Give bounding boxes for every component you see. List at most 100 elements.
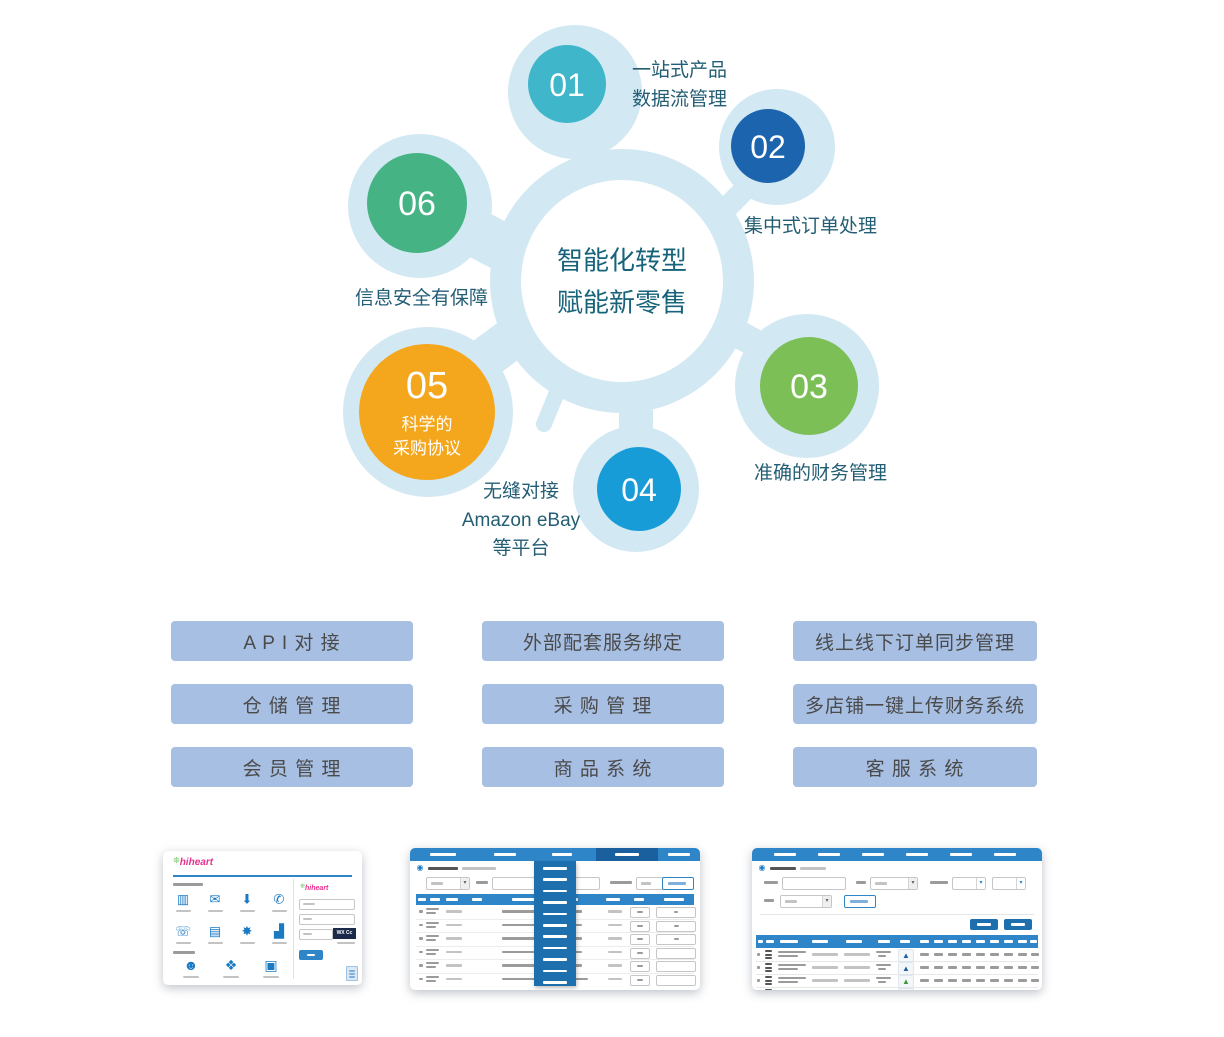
- menu-item: [543, 901, 567, 904]
- filter-label-placeholder: [764, 899, 774, 902]
- date-to-input: ▾: [992, 877, 1026, 890]
- nav-item: [668, 853, 690, 856]
- card-icon: ▤: [208, 923, 222, 939]
- nav-item: [906, 853, 928, 856]
- feature-button-services[interactable]: 外部配套服务绑定: [482, 621, 724, 661]
- username-field: [299, 899, 355, 910]
- filter-select: ▾: [426, 877, 470, 890]
- side-widget-icon: [346, 966, 358, 981]
- icon-label-placeholder: [240, 910, 255, 912]
- menu-item: [543, 946, 567, 950]
- breadcrumb-placeholder: [428, 867, 458, 870]
- menu-item: [543, 981, 567, 984]
- menu-item: [543, 958, 567, 961]
- node-circle-06: [367, 153, 467, 253]
- menu-item: [543, 969, 567, 973]
- alarm-icon: ✸: [241, 923, 253, 939]
- captcha-field: [299, 929, 333, 940]
- icon-label-placeholder: [263, 976, 279, 978]
- search-button: [662, 877, 694, 890]
- node-number-03: 03: [790, 368, 828, 406]
- node-circles: [359, 45, 858, 531]
- node-circle-02: [731, 109, 805, 183]
- menu-item: [543, 935, 567, 938]
- chart-icon: ▟: [274, 923, 284, 939]
- node-number-02: 02: [750, 129, 786, 165]
- breadcrumb-pin-icon: ◉: [758, 863, 766, 872]
- feature-button-finance[interactable]: 多店铺一键上传财务系统: [793, 684, 1037, 724]
- node-number-01: 01: [549, 67, 585, 103]
- nav-item: [774, 853, 796, 856]
- diagram-center-title: 智能化转型 赋能新零售: [556, 245, 688, 317]
- icon-label-placeholder: [183, 976, 199, 978]
- date-from-input: ▾: [952, 877, 986, 890]
- filter-label-placeholder: [610, 881, 632, 884]
- type-select: ▾: [780, 895, 832, 908]
- trend-up-icon-green: ▲: [898, 975, 914, 988]
- panel-divider: [293, 879, 294, 979]
- app-logo: ❊hiheart: [173, 856, 213, 868]
- mail-icon: ✉: [209, 891, 221, 907]
- filter-label-placeholder: [764, 881, 778, 884]
- connectors: [442, 100, 786, 457]
- phone-icon: ✆: [273, 891, 285, 907]
- logo-text: hiheart: [305, 885, 329, 892]
- table-row: ▲: [756, 948, 1039, 962]
- menu-item: [543, 878, 567, 881]
- top-nav: [752, 848, 1042, 861]
- logo-leaf-icon: ❊: [173, 856, 180, 865]
- menu-item: [543, 867, 567, 870]
- feature-button-api[interactable]: A P I 对 接: [171, 621, 413, 661]
- node-circle-03: [760, 337, 858, 435]
- feature-grid: A P I 对 接 外部配套服务绑定 线上线下订单同步管理 仓 储 管 理 采 …: [171, 621, 1037, 787]
- nav-item: [818, 853, 840, 856]
- trend-up-icon: ▲: [898, 949, 914, 962]
- nav-item-active: [596, 848, 658, 861]
- nav-item: [950, 853, 972, 856]
- import-button: [970, 919, 998, 930]
- icon-label-placeholder: [240, 942, 255, 944]
- menu-item: [543, 912, 567, 916]
- nav-item: [994, 853, 1016, 856]
- table-row: ▲: [756, 974, 1039, 988]
- breadcrumb-pin-icon: ◉: [416, 863, 424, 872]
- order-no-input: [782, 877, 846, 890]
- print-icon: ▥: [176, 891, 190, 907]
- nav-dropdown-menu: [534, 861, 576, 986]
- label-node-06: 信息安全有保障: [355, 288, 489, 309]
- feature-button-purchase[interactable]: 采 购 管 理: [482, 684, 724, 724]
- login-logo: ❊hiheart: [300, 883, 328, 892]
- refresh-captcha-link-placeholder: [337, 942, 355, 944]
- node-number-05: 05: [405, 365, 449, 407]
- feature-button-order-sync[interactable]: 线上线下订单同步管理: [793, 621, 1037, 661]
- node-number-06: 06: [398, 185, 436, 223]
- screenshot-login-page: ❊hiheart ▥ ✉ ⬇ ✆ ☏ ▤ ✸ ▟ ☻ ❖ ▣ ❊hiheart: [163, 851, 362, 985]
- logo-text: hiheart: [179, 857, 214, 868]
- icon-label-placeholder: [272, 942, 287, 944]
- divider: [760, 914, 1034, 915]
- label-node-02: 集中式订单处理: [744, 216, 878, 237]
- center-circle: [521, 180, 723, 382]
- filter-label-placeholder: [856, 881, 866, 884]
- captcha-image: WX Cc: [333, 928, 356, 939]
- label-node-04: 无缝对接 Amazon eBay 等平台: [461, 481, 581, 559]
- logo-leaf-icon: ❊: [300, 884, 306, 890]
- label-node-03: 准确的财务管理: [754, 463, 888, 484]
- feature-button-support[interactable]: 客 服 系 统: [793, 747, 1037, 787]
- trend-up-icon: ▲: [898, 988, 914, 990]
- hotline-icon: ☏: [174, 923, 192, 939]
- node-number-04: 04: [621, 472, 657, 508]
- node-circle-04: [597, 447, 681, 531]
- icon-label-placeholder: [176, 910, 191, 912]
- feature-button-members[interactable]: 会 员 管 理: [171, 747, 413, 787]
- icon-label-placeholder: [223, 976, 239, 978]
- breadcrumb-placeholder: [462, 867, 496, 870]
- menu-item: [543, 889, 567, 893]
- filter-label-placeholder: [476, 881, 488, 884]
- icon-label-placeholder: [176, 942, 191, 944]
- node-circle-05: [359, 344, 495, 480]
- node-05-inner-label: 科学的 采购协议: [393, 415, 461, 458]
- feature-button-warehouse[interactable]: 仓 储 管 理: [171, 684, 413, 724]
- feature-button-products[interactable]: 商 品 系 统: [482, 747, 724, 787]
